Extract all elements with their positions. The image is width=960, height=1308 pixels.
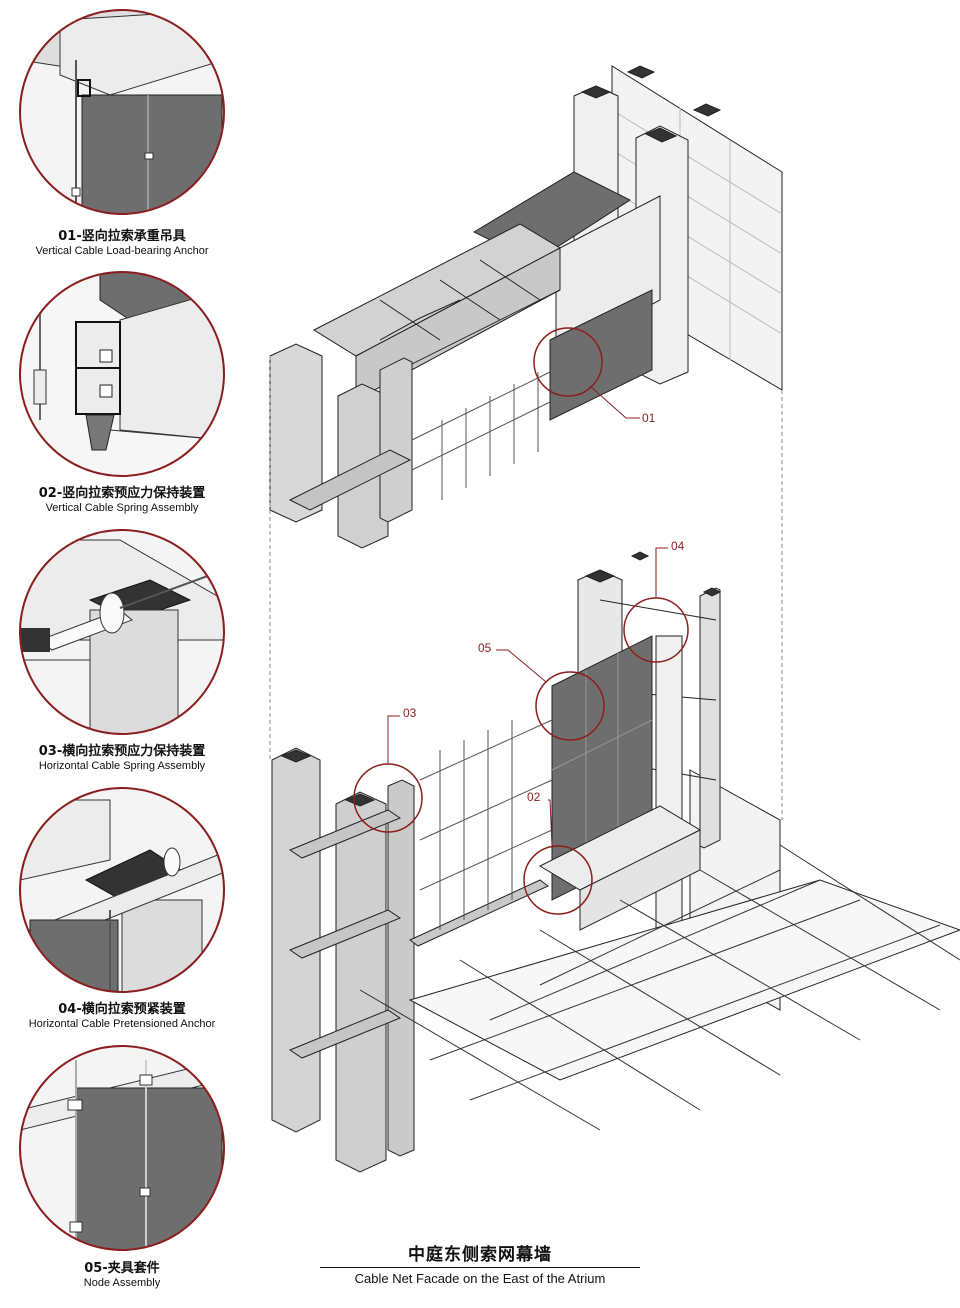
callout-01-label: 01 [642,411,656,425]
diagram-title: 中庭东侧索网幕墙 Cable Net Facade on the East of… [320,1240,640,1286]
callout-01-ring [533,327,603,397]
detail-01-caption: 01-竖向拉索承重吊具 Vertical Cable Load-bearing … [2,229,242,258]
detail-04-caption: 04-横向拉索预紧装置 Horizontal Cable Pretensione… [2,1002,242,1031]
detail-04-title-zh: 04-横向拉索预紧装置 [58,1002,186,1017]
detail-05-drawing [20,1046,224,1250]
callout-03-label: 03 [403,706,417,720]
detail-01-title-en: Vertical Cable Load-bearing Anchor [35,244,209,257]
detail-05-circle [19,1045,225,1251]
callout-02-label: 02 [527,790,541,804]
callout-05-label: 05 [478,641,492,655]
detail-04-title-en: Horizontal Cable Pretensioned Anchor [28,1017,216,1030]
callout-01-leader [589,385,640,419]
detail-03-caption: 03-横向拉索预应力保持装置 Horizontal Cable Spring A… [2,744,242,773]
detail-05-title-zh: 05-夹具套件 [84,1261,160,1276]
callout-04-leader [655,547,668,598]
upper-assembly [269,65,783,549]
lower-assembly [271,551,960,1173]
detail-03-drawing [20,530,224,734]
callout-05-ring [535,671,605,741]
detail-02-title-en: Vertical Cable Spring Assembly [45,501,199,514]
detail-05-title-en: Node Assembly [83,1276,161,1289]
detail-02-circle [19,271,225,477]
callout-05-leader [496,649,547,683]
title-rule [320,1267,640,1268]
callout-02-leader [548,799,553,847]
detail-03-circle [19,529,225,735]
detail-04-circle [19,787,225,993]
detail-02-drawing [20,272,224,476]
detail-01-circle [19,9,225,215]
detail-01-title-zh: 01-竖向拉索承重吊具 [58,229,186,244]
detail-03-title-zh: 03-横向拉索预应力保持装置 [38,744,206,759]
callout-04-label: 04 [671,539,685,553]
callout-02-ring [523,845,593,915]
detail-02-title-zh: 02-竖向拉索预应力保持装置 [38,486,206,501]
diagram-title-zh: 中庭东侧索网幕墙 [408,1245,552,1265]
detail-05-caption: 05-夹具套件 Node Assembly [2,1261,242,1290]
detail-02-caption: 02-竖向拉索预应力保持装置 Vertical Cable Spring Ass… [2,486,242,515]
detail-04-drawing [20,788,224,992]
callout-03-leader [387,715,400,764]
detail-03-title-en: Horizontal Cable Spring Assembly [38,759,206,772]
diagram-title-en: Cable Net Facade on the East of the Atri… [354,1271,606,1286]
